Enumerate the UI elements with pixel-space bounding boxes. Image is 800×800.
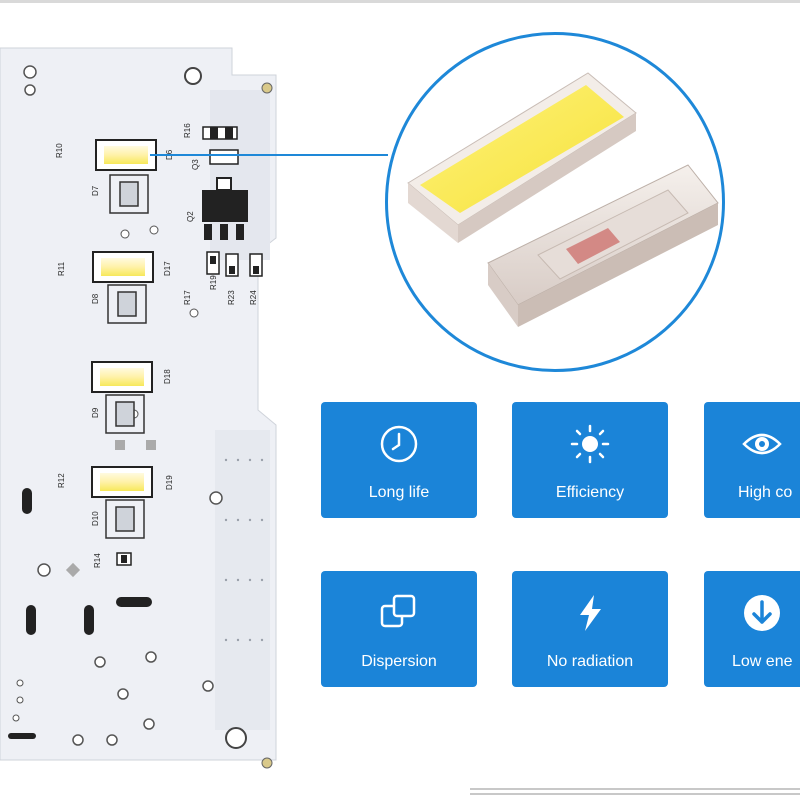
feature-tile-dispersion: Dispersion	[321, 571, 477, 687]
squares-icon	[380, 594, 416, 628]
sun-icon	[570, 424, 610, 464]
pcb-label-r12: R12	[57, 473, 66, 488]
clock-icon	[380, 425, 418, 463]
feature-tile-high-co: High co	[704, 402, 800, 518]
feature-label: Efficiency	[555, 484, 625, 501]
pcb-label-r10: R10	[55, 143, 64, 158]
led-closeup-circle	[385, 32, 725, 372]
led-d19	[91, 466, 153, 498]
lightning-icon	[580, 595, 601, 631]
pcb-label-d17: D17	[163, 261, 172, 276]
feature-label: No radiation	[546, 653, 634, 670]
led-d6	[95, 139, 157, 171]
pcb-label-d9: D9	[91, 407, 100, 418]
pcb-label-d19: D19	[165, 475, 174, 490]
led-d17	[92, 251, 154, 283]
pcb-label-d7: D7	[91, 185, 100, 196]
pcb-label-q3: Q3	[191, 159, 200, 170]
pcb-label-r11: R11	[57, 261, 66, 276]
pcb-label-r14: R14	[93, 553, 102, 568]
pcb-label-r24: R24	[249, 290, 258, 305]
pcb-label-r17: R17	[183, 290, 192, 305]
feature-label: Low ene	[732, 653, 793, 670]
pcb-label-q2: Q2	[186, 211, 195, 222]
cropped-caption	[470, 788, 800, 800]
pcb-label-r23: R23	[227, 290, 236, 305]
led-closeup-image	[407, 72, 719, 327]
feature-label: Dispersion	[361, 653, 437, 670]
feature-label: High co	[738, 484, 793, 501]
feature-label: Long life	[368, 484, 430, 501]
pcb-label-d8: D8	[91, 293, 100, 304]
feature-tile-long-life: Long life	[321, 402, 477, 518]
pcb-label-d10: D10	[91, 511, 100, 526]
feature-tile-no-radiation: No radiation	[512, 571, 668, 687]
eye-icon	[742, 433, 782, 455]
pcb-label-d18: D18	[163, 369, 172, 384]
down-arrow-icon	[744, 595, 780, 631]
feature-tile-low-energy: Low ene	[704, 571, 800, 687]
pcb-label-r19: R19	[209, 275, 218, 290]
feature-tile-efficiency: Efficiency	[512, 402, 668, 518]
led-d18	[91, 361, 153, 393]
pcb-label-r16: R16	[183, 123, 192, 138]
top-border	[0, 0, 800, 3]
